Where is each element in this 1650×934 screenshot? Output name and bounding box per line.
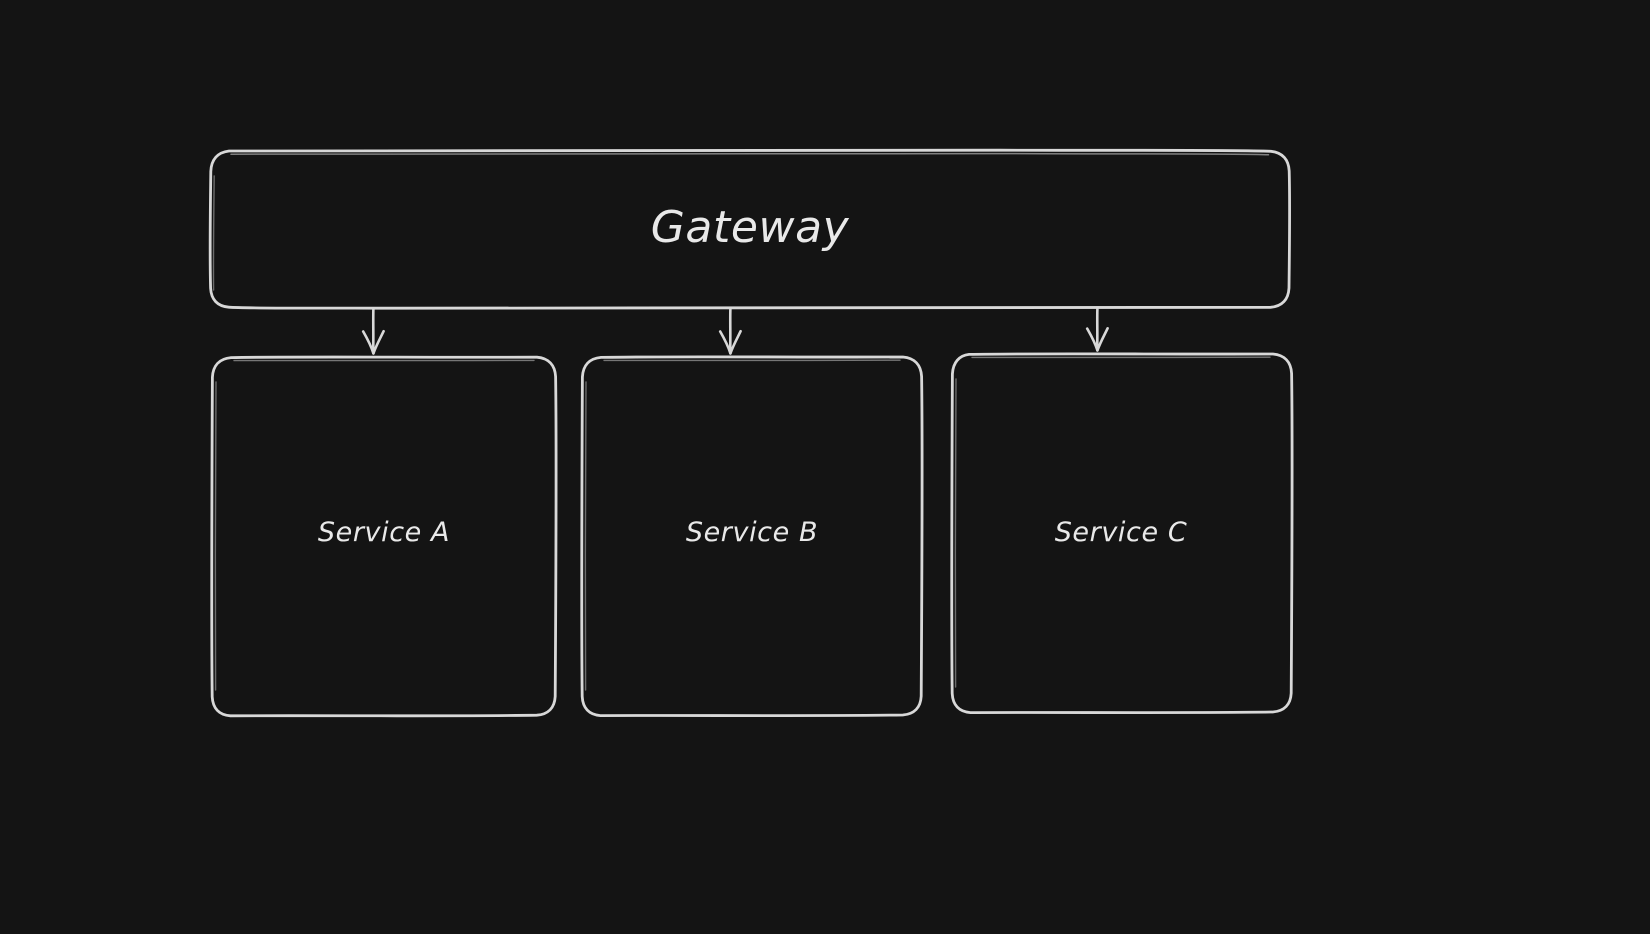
- node-service-c[interactable]: [950, 354, 1292, 712]
- node-shape-service-c[interactable]: [950, 352, 1294, 715]
- node-service-b[interactable]: [582, 357, 922, 715]
- node-service-a[interactable]: [212, 357, 556, 715]
- node-shape-service-a[interactable]: [210, 355, 558, 718]
- edge-gateway-service-a[interactable]: [361, 307, 385, 355]
- node-shape-service-b[interactable]: [580, 355, 924, 718]
- node-gateway[interactable]: [210, 150, 1290, 308]
- edge-gateway-service-b[interactable]: [718, 307, 742, 355]
- node-shape-gateway[interactable]: [208, 148, 1292, 310]
- edge-gateway-service-c[interactable]: [1085, 307, 1109, 352]
